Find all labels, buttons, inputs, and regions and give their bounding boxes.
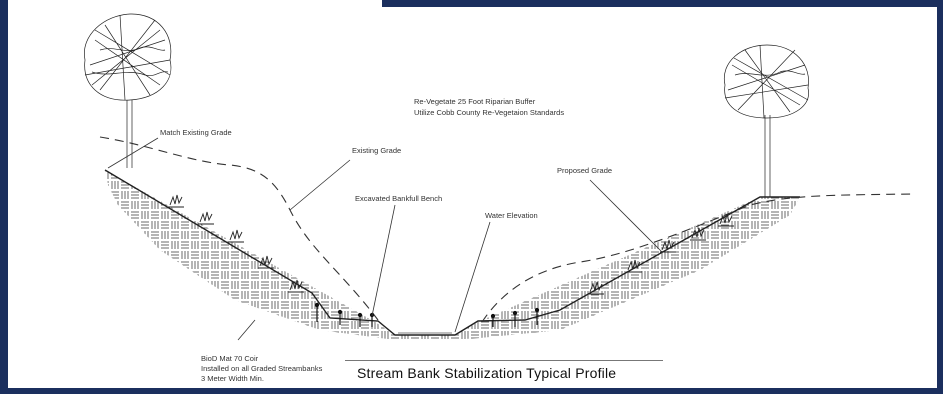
label-excavated-bankfull-bench: Excavated Bankfull Bench bbox=[355, 194, 443, 203]
coir-stakes bbox=[314, 302, 540, 327]
label-coir-line3: 3 Meter Width Min. bbox=[201, 374, 264, 383]
existing-grade-dashed-line bbox=[99, 136, 379, 321]
frame-top-bar bbox=[382, 0, 943, 7]
tree-right bbox=[723, 44, 809, 197]
label-water-elevation: Water Elevation bbox=[485, 211, 538, 220]
label-existing-grade: Existing Grade bbox=[352, 146, 402, 155]
label-coir-line1: BioD Mat 70 Coir bbox=[201, 354, 259, 363]
label-revegetate-line2: Utilize Cobb County Re-Vegetaion Standar… bbox=[414, 108, 565, 117]
label-coir-line2: Installed on all Graded Streambanks bbox=[201, 364, 323, 373]
vegetation-plantings bbox=[168, 194, 734, 295]
frame-left bbox=[0, 0, 8, 394]
existing-grade-dashed-line-right bbox=[481, 193, 916, 323]
leader-lines bbox=[107, 137, 663, 341]
frame-top bbox=[0, 0, 943, 7]
label-revegetate-line1: Re-Vegetate 25 Foot Riparian Buffer bbox=[414, 97, 536, 106]
label-proposed-grade: Proposed Grade bbox=[557, 166, 613, 175]
ground-hatch bbox=[105, 170, 800, 340]
frame-right bbox=[937, 0, 943, 394]
title-underline bbox=[345, 360, 663, 361]
frame-bottom bbox=[0, 388, 943, 394]
label-match-existing-grade: Match Existing Grade bbox=[160, 128, 232, 137]
diagram-title: Stream Bank Stabilization Typical Profil… bbox=[357, 365, 617, 381]
tree-left bbox=[84, 13, 172, 168]
